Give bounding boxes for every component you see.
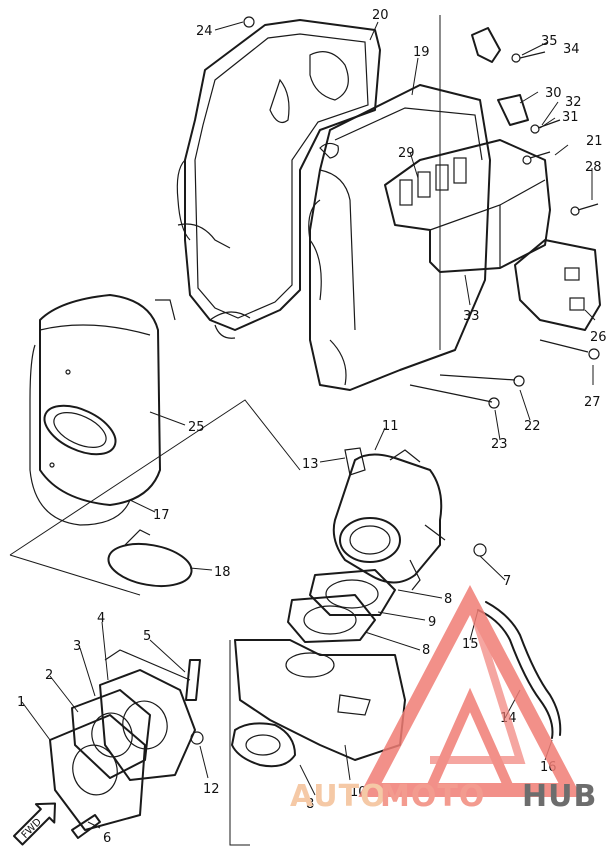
label-27: 27 [584, 395, 601, 410]
label-22: 22 [524, 419, 541, 434]
label-24: 24 [196, 24, 213, 39]
fwd-arrow: FWD [13, 802, 57, 846]
label-19: 19 [413, 45, 430, 60]
label-8b: 8 [422, 643, 430, 658]
label-34: 34 [563, 42, 580, 57]
watermark-moto: MOTO [380, 779, 485, 814]
nut-part [190, 731, 204, 745]
label-18: 18 [214, 565, 231, 580]
label-4: 4 [97, 611, 105, 626]
label-15: 15 [462, 637, 479, 652]
electric-box-part [384, 139, 551, 273]
label-35: 35 [541, 34, 558, 49]
clamp-bracket-part [471, 27, 501, 63]
nut-7-part [473, 543, 487, 557]
label-23: 23 [491, 437, 508, 452]
intake-manifold-parts [49, 649, 196, 831]
watermark-auto: AUTO [290, 779, 387, 814]
airbox-cover-part [176, 19, 381, 339]
label-3: 3 [73, 639, 81, 654]
fwd-label: FWD [20, 816, 44, 840]
bracket-slot-2 [569, 297, 585, 311]
label-33: 33 [463, 309, 480, 324]
airbox-case-part [308, 84, 491, 391]
watermark-logo [358, 584, 582, 797]
label-9: 9 [428, 615, 436, 630]
stud-bolt-part [185, 659, 201, 701]
insulator-slot [337, 694, 371, 716]
gasket-parts [287, 569, 396, 643]
label-7: 7 [503, 574, 511, 589]
clamp-screw-part [124, 529, 151, 546]
label-17: 17 [153, 508, 170, 523]
label-2: 2 [45, 668, 53, 683]
label-12: 12 [203, 782, 220, 797]
watermark-text: AUTO MOTO HUB [290, 779, 597, 814]
drain-hose-part [477, 609, 554, 739]
lower-gasket-part [231, 722, 296, 768]
label-28: 28 [585, 160, 602, 175]
bracket-part [514, 239, 601, 331]
air-filter-part [29, 294, 176, 526]
lower-gasket-hole [245, 734, 281, 756]
group-bracket-line-3 [229, 640, 250, 846]
label-21: 21 [586, 134, 603, 149]
hose-clamp-part [107, 542, 193, 588]
bolt-parts [243, 16, 600, 409]
heat-insulator-part [234, 639, 406, 761]
label-29: 29 [398, 146, 415, 161]
label-6: 6 [103, 831, 111, 846]
mount-bracket-part [497, 94, 529, 126]
part-labels: 1 2 3 4 5 6 7 8 8 8 9 10 11 12 13 14 15 … [17, 8, 607, 846]
label-20: 20 [372, 8, 389, 23]
label-1: 1 [17, 695, 25, 710]
label-8a: 8 [444, 592, 452, 607]
label-30: 30 [545, 86, 562, 101]
label-8c: 8 [306, 797, 314, 812]
label-25: 25 [188, 420, 205, 435]
watermark-hub: HUB [522, 779, 597, 814]
bracket-slot [564, 267, 580, 281]
group-bracket-line [9, 399, 301, 556]
label-13: 13 [302, 457, 319, 472]
label-31: 31 [562, 110, 579, 125]
drain-hose-inner [485, 601, 562, 736]
insulator-hole [285, 652, 335, 678]
label-11: 11 [382, 419, 399, 434]
screw-part [71, 814, 101, 839]
label-32: 32 [565, 95, 582, 110]
carburetor-part [332, 447, 446, 591]
label-26: 26 [590, 330, 607, 345]
group-bracket-line-2 [9, 554, 141, 596]
label-5: 5 [143, 629, 151, 644]
